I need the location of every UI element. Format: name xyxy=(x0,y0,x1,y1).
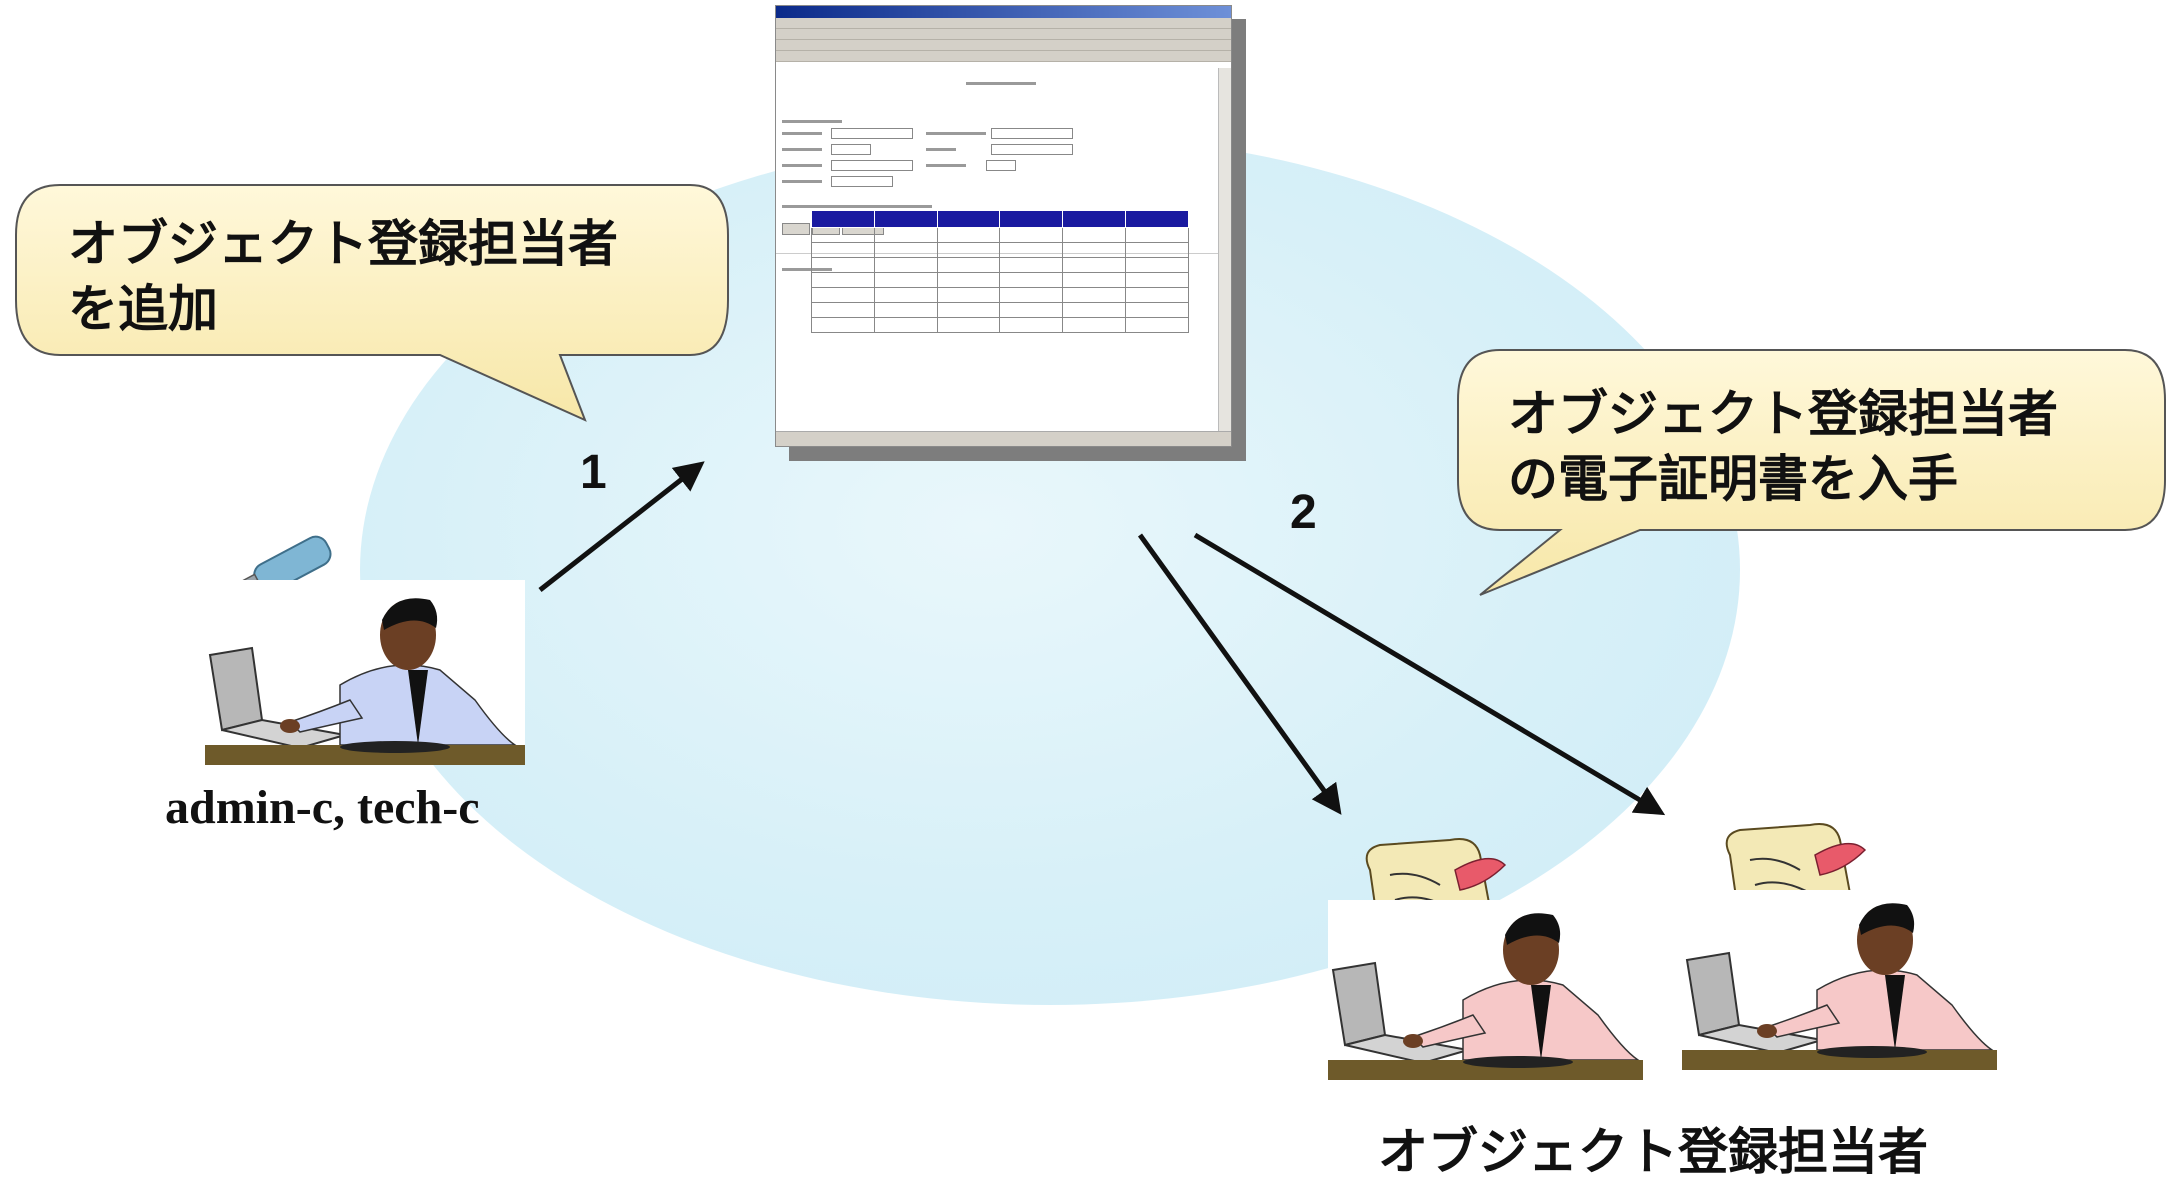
results-label-placeholder xyxy=(782,268,832,271)
form-field xyxy=(991,128,1073,139)
web-page-body xyxy=(776,68,1219,432)
arrow-step-1 xyxy=(538,461,705,592)
menu-bar xyxy=(776,18,1231,29)
form-note-placeholder xyxy=(782,205,932,208)
table-row xyxy=(811,242,1189,258)
form-field xyxy=(831,144,871,155)
form-label-placeholder xyxy=(926,148,956,151)
form-label-placeholder xyxy=(782,132,822,135)
registration-web-page-screenshot xyxy=(775,5,1232,447)
form-label-placeholder xyxy=(782,148,822,151)
staff-person-at-laptop-icon xyxy=(1328,900,1643,1080)
staff-person-at-laptop-icon xyxy=(1682,890,1997,1070)
form-field xyxy=(986,160,1016,171)
left-bubble-text: オブジェクト登録担当者 を追加 xyxy=(68,212,618,342)
window-titlebar xyxy=(776,6,1231,18)
left-bubble-line: を追加 xyxy=(68,280,218,338)
form-label-placeholder xyxy=(926,132,986,135)
page-heading-placeholder xyxy=(966,82,1036,85)
table-row xyxy=(811,272,1189,288)
form-field xyxy=(991,144,1073,155)
arrow-step-2b xyxy=(1193,532,1666,816)
address-bar xyxy=(776,40,1231,51)
table-row xyxy=(811,302,1189,318)
table-row xyxy=(811,227,1189,243)
arrow-step-2a xyxy=(1137,533,1342,815)
toolbar xyxy=(776,29,1231,40)
form-field xyxy=(831,160,913,171)
table-row xyxy=(811,287,1189,303)
vertical-scrollbar xyxy=(1218,68,1231,432)
status-bar xyxy=(776,431,1231,446)
form-field xyxy=(831,176,893,187)
left-bubble-line: オブジェクト登録担当者 xyxy=(68,215,618,273)
right-bubble-line: オブジェクト登録担当者 xyxy=(1508,385,2058,443)
table-row xyxy=(811,317,1189,333)
results-table xyxy=(811,210,1189,333)
object-staff-caption: オブジェクト登録担当者 xyxy=(1378,1123,1928,1181)
step-1-label: 1 xyxy=(580,446,607,499)
form-label-placeholder xyxy=(782,164,822,167)
right-speech-bubble xyxy=(1457,349,2166,596)
step-2-label: 2 xyxy=(1290,486,1317,539)
form-label-placeholder xyxy=(926,164,966,167)
links-bar xyxy=(776,51,1231,62)
admin-person-at-laptop-icon xyxy=(205,580,525,765)
form-label-placeholder xyxy=(782,120,842,123)
form-label-placeholder xyxy=(782,180,822,183)
left-speech-bubble xyxy=(15,184,729,422)
form-button xyxy=(782,223,810,235)
right-bubble-text: オブジェクト登録担当者 の電子証明書を入手 xyxy=(1508,382,2058,512)
table-header-row xyxy=(811,210,1189,228)
right-bubble-line: の電子証明書を入手 xyxy=(1508,450,1958,508)
table-row xyxy=(811,257,1189,273)
admin-tech-caption: admin-c, tech-c xyxy=(165,781,480,834)
form-field xyxy=(831,128,913,139)
